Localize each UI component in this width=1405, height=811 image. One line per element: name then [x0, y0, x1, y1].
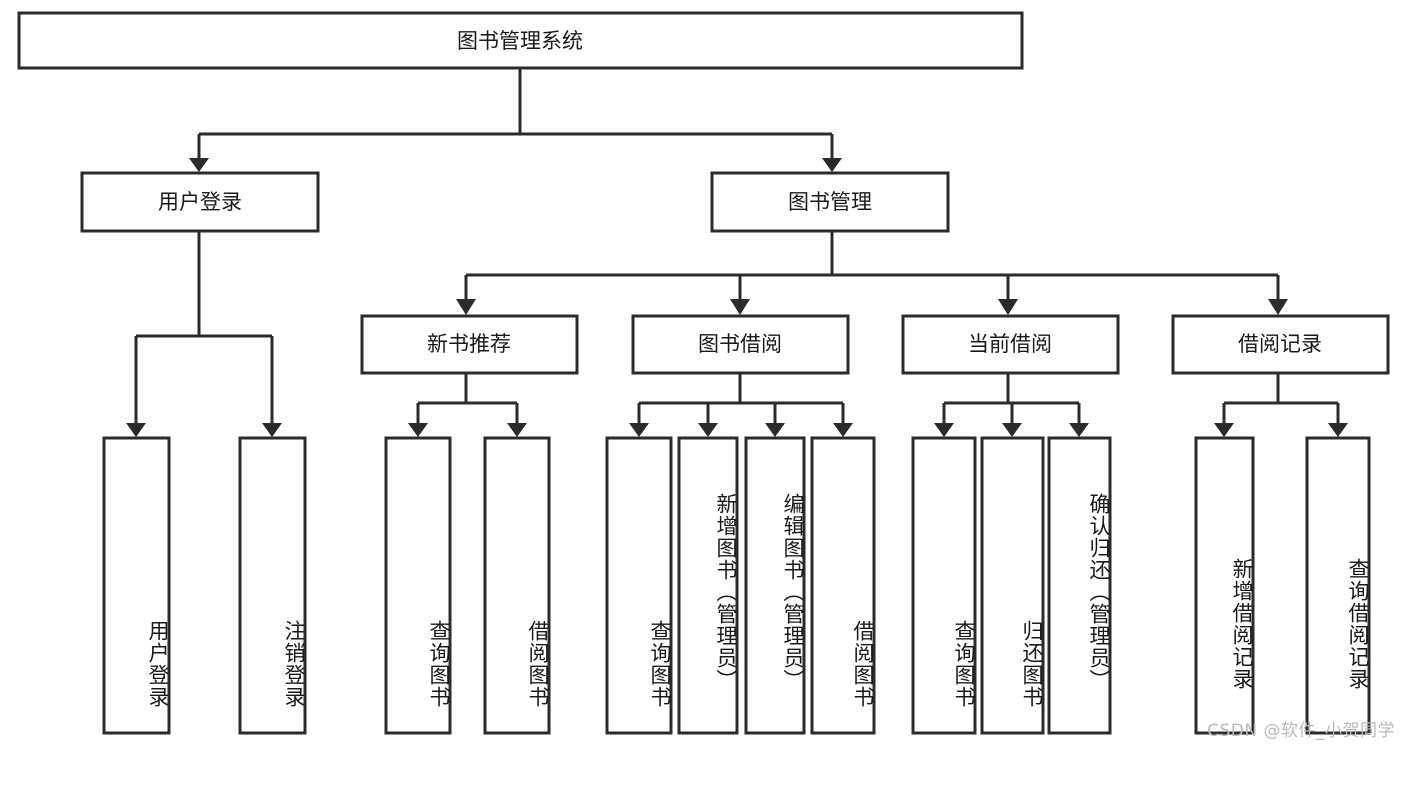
node-root-box[interactable] — [17, 11, 1024, 70]
node-new-book-rec[interactable]: 新书推荐 — [360, 314, 579, 375]
node-borrow-record-label: 借阅记录 — [1238, 332, 1322, 356]
arrow-head-leaf-edit-book — [765, 423, 785, 437]
node-leaf-user-logout-box[interactable] — [238, 436, 307, 735]
node-book-borrow-box[interactable] — [631, 314, 850, 375]
node-user-login-label: 用户登录 — [158, 190, 242, 214]
arrow-head-leaf-add-book — [698, 423, 718, 437]
node-book-manage[interactable]: 图书管理 — [710, 171, 950, 233]
node-leaf-add-record-box[interactable] — [1194, 436, 1255, 735]
arrow-head-leaf-return-book — [1002, 423, 1022, 437]
node-book-borrow[interactable]: 图书借阅 — [631, 314, 850, 375]
arrow-head-leaf-query-book-3 — [934, 423, 954, 437]
arrow-head-leaf-borrow-book-2 — [833, 423, 853, 437]
node-leaf-borrow-book-2-box[interactable] — [810, 436, 876, 735]
arrow-head-leaf-user-logout — [262, 423, 282, 437]
node-user-login[interactable]: 用户登录 — [80, 171, 320, 233]
node-user-login-box[interactable] — [80, 171, 320, 233]
node-layer: 图书管理系统 用户登录 图书管理 新书推荐 图书借阅 当前 — [17, 11, 1390, 735]
node-borrow-record-box[interactable] — [1171, 314, 1390, 375]
diagram-canvas: 图书管理系统 用户登录 图书管理 新书推荐 图书借阅 当前 — [17, 11, 1390, 735]
node-current-borrow-label: 当前借阅 — [968, 332, 1052, 356]
node-leaf-user-login-box[interactable] — [102, 436, 171, 735]
arrow-head-leaf-user-login — [126, 423, 146, 437]
node-leaf-query-record-box[interactable] — [1305, 436, 1371, 735]
arrow-head-new-book-rec — [456, 299, 476, 315]
arrow-head-leaf-confirm-return — [1069, 423, 1089, 437]
node-book-borrow-label: 图书借阅 — [698, 332, 782, 356]
arrow-head-leaf-borrow-book-1 — [507, 423, 527, 437]
node-book-manage-box[interactable] — [710, 171, 950, 233]
arrow-head-current-borrow — [998, 299, 1018, 315]
arrow-head-leaf-query-book-1 — [408, 423, 428, 437]
node-book-manage-label: 图书管理 — [788, 190, 872, 214]
arrow-head-book-borrow — [730, 299, 750, 315]
watermark-text: CSDN @软件_小贺同学 — [1207, 721, 1395, 741]
node-borrow-record[interactable]: 借阅记录 — [1171, 314, 1390, 375]
arrow-head-leaf-query-record — [1328, 423, 1348, 437]
node-leaf-query-book-3-box[interactable] — [911, 436, 977, 735]
node-root[interactable]: 图书管理系统 — [17, 11, 1024, 70]
node-current-borrow[interactable]: 当前借阅 — [901, 314, 1120, 375]
node-current-borrow-box[interactable] — [901, 314, 1120, 375]
arrow-head-book-manage — [822, 158, 842, 172]
node-leaf-confirm-return-box[interactable] — [1047, 436, 1112, 735]
node-leaf-return-book-box[interactable] — [980, 436, 1045, 735]
node-leaf-query-book-1-box[interactable] — [384, 436, 452, 735]
arrow-head-leaf-add-record — [1214, 423, 1234, 437]
connector-layer — [126, 68, 1348, 437]
node-leaf-add-book-box[interactable] — [677, 436, 739, 735]
arrow-head-user-login — [189, 158, 209, 172]
node-leaf-query-book-2-box[interactable] — [605, 436, 673, 735]
arrow-head-borrow-record — [1268, 299, 1288, 315]
node-leaf-edit-book-box[interactable] — [744, 436, 806, 735]
node-root-label: 图书管理系统 — [457, 29, 583, 53]
diagram-root: 图书管理系统 用户登录 图书管理 新书推荐 图书借阅 当前 — [17, 11, 1395, 741]
arrow-head-leaf-query-book-2 — [629, 423, 649, 437]
node-new-book-rec-label: 新书推荐 — [427, 332, 511, 356]
node-new-book-rec-box[interactable] — [360, 314, 579, 375]
node-leaf-borrow-book-1-box[interactable] — [483, 436, 551, 735]
